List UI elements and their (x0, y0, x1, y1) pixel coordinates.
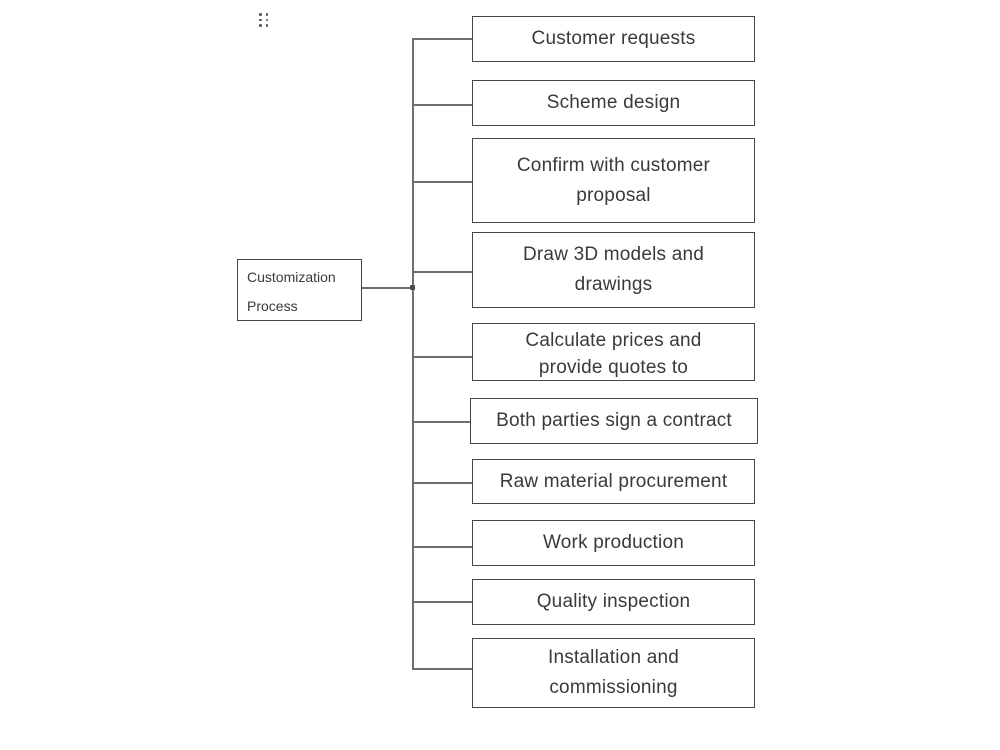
node-label-line: Raw material procurement (499, 470, 728, 492)
handle-dot (265, 24, 268, 27)
junction-dot (410, 285, 415, 290)
branch-line (413, 601, 473, 603)
branch-line (413, 668, 473, 670)
branch-line (413, 38, 473, 40)
branch-line (413, 546, 473, 548)
node-raw-material-procurement: Raw material procurement (472, 459, 755, 504)
handle-dot (265, 13, 268, 16)
branch-line (413, 271, 473, 273)
handle-dot (259, 13, 262, 16)
handle-dot (265, 18, 268, 22)
node-label-line: Confirm with customer (516, 154, 711, 176)
node-label-line: Work production (543, 532, 684, 553)
node-label-line: proposal (576, 184, 651, 206)
node-installation-and-commissioning: Installation and commissioning (472, 638, 755, 708)
node-label-line: Customization (247, 269, 336, 285)
connector-trunk-line (412, 38, 414, 670)
node-customization-process: Customization Process (237, 259, 362, 321)
node-label-line: Customer requests (531, 28, 696, 49)
node-label-line: Installation and (547, 647, 679, 668)
node-label-line: Draw 3D models and (522, 244, 704, 265)
node-both-parties-sign-a-contract: Both parties sign a contract (470, 398, 758, 444)
branch-line (413, 104, 473, 106)
node-work-production: Work production (472, 520, 755, 566)
node-label-line: Scheme design (546, 92, 681, 113)
node-label-line: commissioning (549, 677, 678, 698)
node-calculate-prices-and-provide-quotes: Calculate prices and provide quotes to (472, 323, 755, 381)
node-quality-inspection: Quality inspection (472, 579, 755, 625)
node-draw-3d-models-and-drawings: Draw 3D models and drawings (472, 232, 755, 308)
node-confirm-with-customer-proposal: Confirm with customer proposal (472, 138, 755, 223)
handle-dot (259, 24, 262, 27)
node-label-line: Quality inspection (536, 591, 691, 612)
root-connector-line (361, 287, 413, 289)
branch-line (413, 356, 473, 358)
node-scheme-design: Scheme design (472, 80, 755, 126)
node-label-line: Calculate prices and (525, 330, 702, 351)
branch-line (413, 421, 473, 423)
node-label-line: provide quotes to (538, 357, 689, 378)
node-label-line: drawings (574, 274, 653, 295)
drag-handle-icon[interactable] (257, 12, 270, 28)
node-label-line: Process (247, 298, 298, 314)
handle-dot (259, 18, 262, 22)
node-customer-requests: Customer requests (472, 16, 755, 62)
branch-line (413, 482, 473, 484)
branch-line (413, 181, 473, 183)
node-label-line: Both parties sign a contract (496, 410, 732, 431)
